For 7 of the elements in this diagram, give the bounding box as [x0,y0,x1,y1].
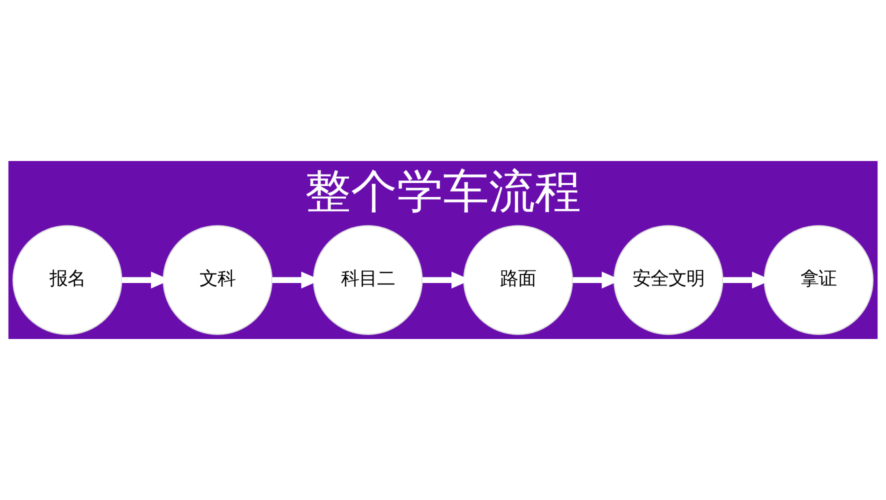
node-circle: 报名 [12,225,122,335]
node-circle: 路面 [463,225,574,335]
diagram-title: 整个学车流程 [305,164,581,218]
node-circle: 文科 [162,225,273,335]
node-circle: 拿证 [764,225,874,335]
node-circle: 科目二 [312,225,423,335]
node-circle: 安全文明 [613,225,724,335]
